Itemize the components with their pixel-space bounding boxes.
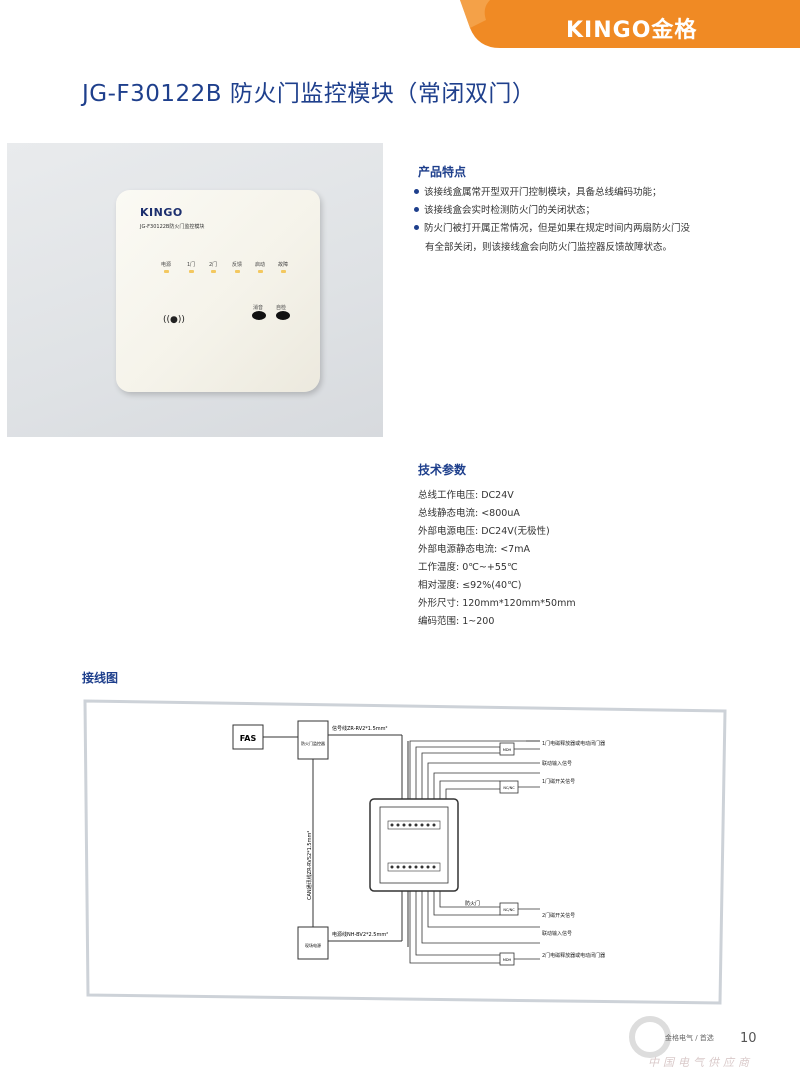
wireless-sensor-icon: ((●)) [163, 315, 185, 325]
watermark-logo [620, 1012, 680, 1066]
param-item: 相对湿度: ≤92%(40℃) [418, 580, 522, 591]
wiring-right-label: 联动输入信号 [542, 760, 572, 767]
indicator-label: 电源 [161, 262, 172, 268]
fas-box [232, 724, 264, 750]
indicator-label: 故障 [278, 262, 289, 268]
page-title: JG-F30122B 防火门监控模块（常闭双门） [82, 81, 536, 107]
feature-item: 防火门被打开属正常情况，但是如果在规定时间内两扇防火门没 [414, 220, 744, 237]
indicator-label: 2门 [209, 262, 218, 268]
mute-button-label: 消音 [253, 305, 264, 311]
diagram-frame [83, 699, 727, 1005]
features-heading: 产品特点 [418, 165, 467, 179]
indicator-led [164, 270, 169, 273]
mute-button [252, 311, 266, 320]
header-banner [460, 0, 800, 48]
params-heading: 技术参数 [418, 463, 467, 477]
param-item: 总线工作电压: DC24V [418, 490, 514, 501]
indicator-led [258, 270, 263, 273]
component-label: NC/NC [503, 908, 515, 912]
wiring-diagram: FAS 防火门监控器 现场电源 CAN通讯线ZR-RVS2*1.5mm² 信号线… [83, 699, 727, 1005]
wiring-right-label: 联动输入信号 [542, 930, 572, 937]
power-line-label: 电源线NH-BV2*2.5mm² [332, 931, 388, 938]
selftest-button-label: 自检 [276, 305, 287, 311]
param-item: 编码范围: 1~200 [418, 616, 495, 627]
module-label: 防火门 [465, 900, 480, 907]
bullet-icon [414, 189, 419, 194]
param-item: 工作温度: 0℃~+55℃ [418, 562, 518, 573]
param-item: 总线静态电流: <800uA [418, 508, 520, 519]
signal-bus-label: 信号线ZR-RV2*1.5mm² [332, 725, 388, 732]
indicator-label: 启动 [255, 262, 266, 268]
wiring-right-label: 2门磁开关信号 [542, 912, 575, 919]
banner-shape [460, 0, 800, 48]
wiring-heading: 接线图 [82, 671, 119, 685]
feature-item: 该接线盒会实时检测防火门的关闭状态； [414, 202, 744, 219]
fas-label: FAS [240, 734, 257, 743]
wiring-right-label: 1门电磁释放器或电动闭门器 [542, 740, 605, 747]
product-device [116, 190, 320, 392]
wiring-right-label: 1门磁开关信号 [542, 778, 575, 785]
indicator-led [235, 270, 240, 273]
can-bus-label: CAN通讯线ZR-RVS2*1.5mm² [306, 831, 313, 900]
controller-box [297, 720, 329, 760]
feature-item: 该接线盒属常开型双开门控制模块，具备总线编码功能； [414, 184, 744, 201]
indicator-led [211, 270, 216, 273]
indicator-led [281, 270, 286, 273]
brand-logo: KINGO金格 [566, 18, 698, 43]
component-label: MDH [503, 748, 512, 752]
feature-item-continuation: 有全部关闭，则该接线盒会向防火门监控器反馈故障状态。 [425, 242, 673, 253]
component-label: NC/NC [503, 786, 515, 790]
indicator-label: 反馈 [232, 262, 243, 268]
device-model-label: JG-F30122B防火门监控模块 [140, 224, 205, 230]
device-logo: KINGO [140, 206, 183, 219]
footer-text: 金格电气 / 首选 [665, 1034, 714, 1042]
power-label: 现场电源 [305, 942, 321, 948]
page-number: 10 [740, 1031, 757, 1046]
selftest-button [276, 311, 290, 320]
param-item: 外形尺寸: 120mm*120mm*50mm [418, 598, 576, 609]
component-label: MDH [503, 958, 512, 962]
controller-label: 防火门监控器 [301, 740, 325, 746]
module-box [369, 798, 459, 892]
bullet-icon [414, 225, 419, 230]
indicator-label: 1门 [187, 262, 196, 268]
param-item: 外部电源电压: DC24V(无极性) [418, 526, 550, 537]
bullet-icon [414, 207, 419, 212]
wiring-right-label: 2门电磁释放器或电动闭门器 [542, 952, 605, 959]
param-item: 外部电源静态电流: <7mA [418, 544, 530, 555]
indicator-led [189, 270, 194, 273]
footer-watermark-text: 中国电气供应商 [648, 1056, 753, 1069]
